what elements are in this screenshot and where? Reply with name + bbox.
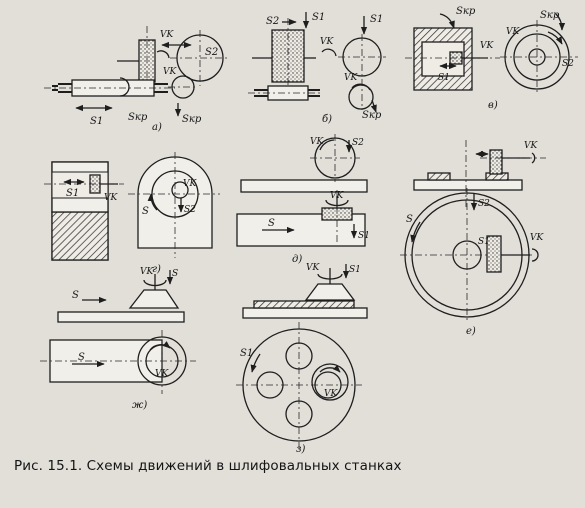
label-s2: S2 (266, 16, 279, 27)
label-vk: VK (310, 137, 324, 147)
label-vk: VK (306, 263, 320, 273)
label-vk: VK (480, 41, 494, 51)
cup-wheel (304, 283, 356, 301)
label-skr: Sкр (456, 6, 476, 17)
label-s1: S1 (312, 12, 325, 23)
rotation-arrow (119, 77, 130, 97)
label-vk: VK (324, 389, 338, 399)
figure-letter: г) (152, 264, 161, 275)
label-s: S (406, 214, 413, 225)
label-vk: VK (160, 30, 174, 40)
label-vk: VK (183, 179, 197, 189)
label-s1: S1 (90, 116, 103, 127)
table-upper (240, 179, 368, 193)
label-vk: VK (524, 141, 538, 151)
diagram-v: S1 VK Sкр VK Sкр S2 в) (405, 6, 578, 111)
label-vk: VK (140, 267, 154, 277)
grinding-wheel (489, 149, 503, 175)
label-s: S (142, 206, 149, 217)
left-center (52, 83, 72, 93)
label-s: S (172, 269, 178, 279)
label-vk: VK (163, 67, 177, 77)
label-vk: VK (330, 191, 344, 201)
diagram-e: VK S2 S1 VK S е) (400, 140, 546, 337)
cup-wheel (128, 289, 180, 309)
grinding-wheel-top (486, 235, 502, 273)
workpiece (285, 342, 313, 370)
label-s1: S1 (358, 231, 370, 241)
label-s2: S2 (205, 47, 218, 58)
table (57, 311, 185, 323)
rotary-table-side (413, 179, 523, 191)
label-s1: S1 (349, 265, 361, 275)
label-skr: Sкр (182, 114, 202, 125)
diagram-z: VK S1 з) (236, 322, 362, 455)
diagram-zh: VK S ж) (40, 330, 196, 411)
label-skr: Sкр (128, 112, 148, 123)
label-s: S (78, 352, 85, 363)
label-vk: VK (506, 27, 520, 37)
diagram-g: S1 VK S S2 VK г) (44, 152, 220, 275)
workpiece (256, 371, 284, 399)
label-vk: VK (104, 193, 118, 203)
diagram-cup-wheel-left: VK S S (57, 267, 185, 323)
figure-letter: ж) (132, 400, 147, 411)
figure-letter: д) (292, 254, 302, 265)
label-s1: S1 (240, 348, 253, 359)
diagram-b: S2 S1 S1 VK VK Sкр б) (248, 12, 386, 125)
cup-wheel (311, 363, 349, 401)
diagram-d: S2 VK VK S1 S д) (236, 134, 370, 265)
figure-letter: е) (466, 326, 476, 337)
label-vk: VK (320, 37, 334, 47)
figure-letter: в) (488, 100, 498, 111)
label-vk: VK (155, 369, 169, 379)
label-s1: S1 (438, 73, 450, 83)
figure-letter: з) (296, 444, 305, 455)
label-skr: Sкр (362, 110, 382, 121)
figure-caption: Рис. 15.1. Схемы движений в шлифовальных… (14, 458, 402, 474)
workpiece (285, 400, 313, 428)
label-s2: S2 (562, 59, 574, 69)
label-s1: S1 (478, 237, 490, 247)
figure-letter: а) (152, 122, 162, 133)
label-s2: S2 (184, 205, 196, 215)
label-vk: VK (344, 73, 358, 83)
label-s: S (268, 218, 275, 229)
diagram-cup-wheel-right: VK S1 (242, 263, 368, 319)
label-s1: S1 (66, 188, 79, 199)
workpiece (314, 371, 342, 399)
label-s1: S1 (370, 14, 383, 25)
table (242, 307, 368, 319)
right-center (154, 83, 168, 93)
label-skr: Sкр (540, 10, 560, 21)
figure-letter: б) (322, 114, 332, 125)
label-s2: S2 (478, 199, 490, 209)
wheel-end-view (171, 181, 189, 199)
workpiece-end-view (348, 84, 374, 110)
label-s2: S2 (352, 138, 364, 148)
label-s: S (72, 290, 79, 301)
diagram-a: S2 VK VK S1 Sкр Sкр а) (44, 26, 230, 133)
label-vk: VK (530, 233, 544, 243)
